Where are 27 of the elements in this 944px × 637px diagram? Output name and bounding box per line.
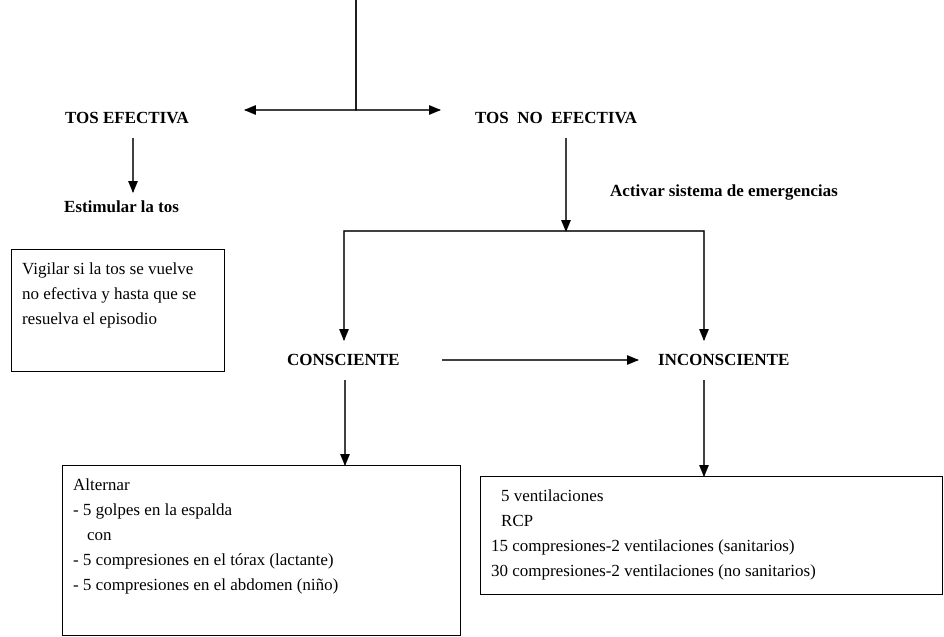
note-box [480,476,943,595]
arrow [128,138,138,193]
arrow [566,230,709,341]
step-label: TOS EFECTIVA [60,98,245,138]
arrow [339,230,566,341]
step-label: INCONSCIENTE [638,340,848,380]
step-label: TOS NO EFECTIVA [440,98,700,138]
note-text: Alternar [73,474,131,496]
note-text: RCP [500,510,534,532]
step-label: CONSCIENTE [282,340,442,380]
arrow [355,0,441,115]
arrow [699,380,709,477]
note-box [62,465,461,636]
note-text: 5 ventilaciones [500,485,604,507]
arrow [442,355,639,365]
note-text: - 5 compresiones en el abdomen (niño) [73,574,340,596]
note-text: Vigilar si la tos se vuelve no efectiva y hasta que se resuelva el episodio [22,258,198,330]
note-box [11,249,225,372]
note-text: - 5 golpes en la espalda [73,499,234,521]
note-text: - 5 compresiones en el tórax (lactante) [73,549,335,571]
arrow [561,138,571,232]
note-text: con [86,524,113,546]
note-text: 30 compresiones-2 ventilaciones (no sanitarios) [491,560,817,582]
step-label: Estimular la tos [60,192,230,222]
arrow [340,380,350,466]
note-text: 15 compresiones-2 ventilaciones (sanitarios) [491,535,796,557]
note-label: Activar sistema de emergencias [610,180,838,202]
